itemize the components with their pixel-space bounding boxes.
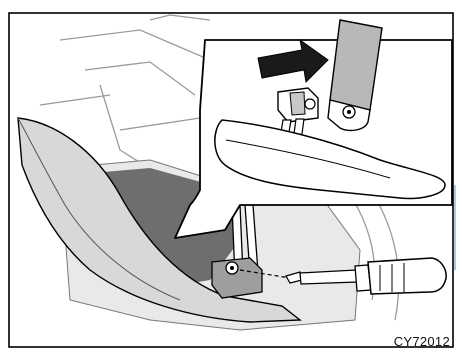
figure-code: CY72012 [394, 334, 450, 349]
bolt-icon [305, 99, 315, 109]
adjuster-bracket [212, 258, 262, 298]
